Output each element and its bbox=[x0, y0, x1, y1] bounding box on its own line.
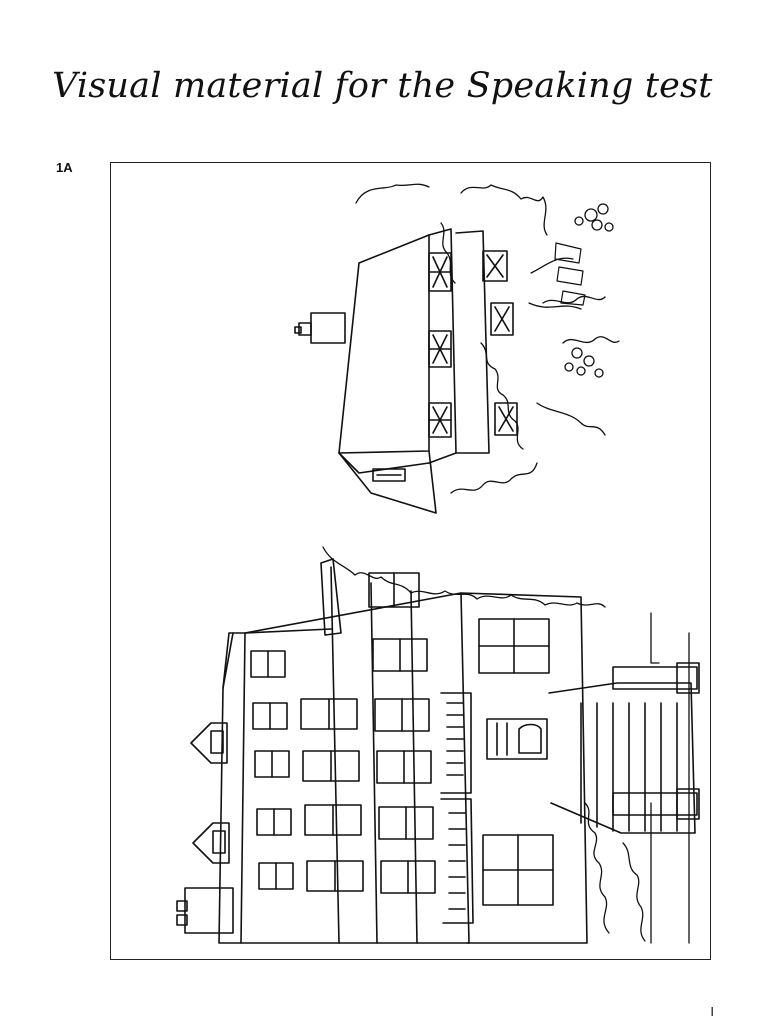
house-roof bbox=[176, 558, 342, 944]
page-number: I bbox=[710, 1004, 714, 1019]
house-ground-floor bbox=[440, 592, 588, 944]
cottage-chimney bbox=[294, 312, 346, 344]
section-label: 1A bbox=[56, 160, 73, 175]
cottage-garden-path bbox=[554, 242, 586, 306]
cottage-garden-foliage bbox=[355, 183, 620, 494]
cottage-gable bbox=[338, 450, 437, 514]
cottage-upper-windows bbox=[428, 252, 452, 438]
house-facade bbox=[240, 592, 470, 944]
house-windows bbox=[250, 572, 436, 894]
cottage-lower-windows bbox=[482, 250, 518, 436]
house-foliage bbox=[322, 546, 690, 944]
illustration-frame bbox=[110, 162, 711, 960]
cottage-illustration bbox=[294, 183, 620, 514]
house-illustration bbox=[176, 546, 700, 944]
cottage-roof bbox=[338, 234, 430, 454]
house-front-steps bbox=[548, 662, 700, 834]
page-title: Visual material for the Speaking test bbox=[52, 66, 713, 106]
